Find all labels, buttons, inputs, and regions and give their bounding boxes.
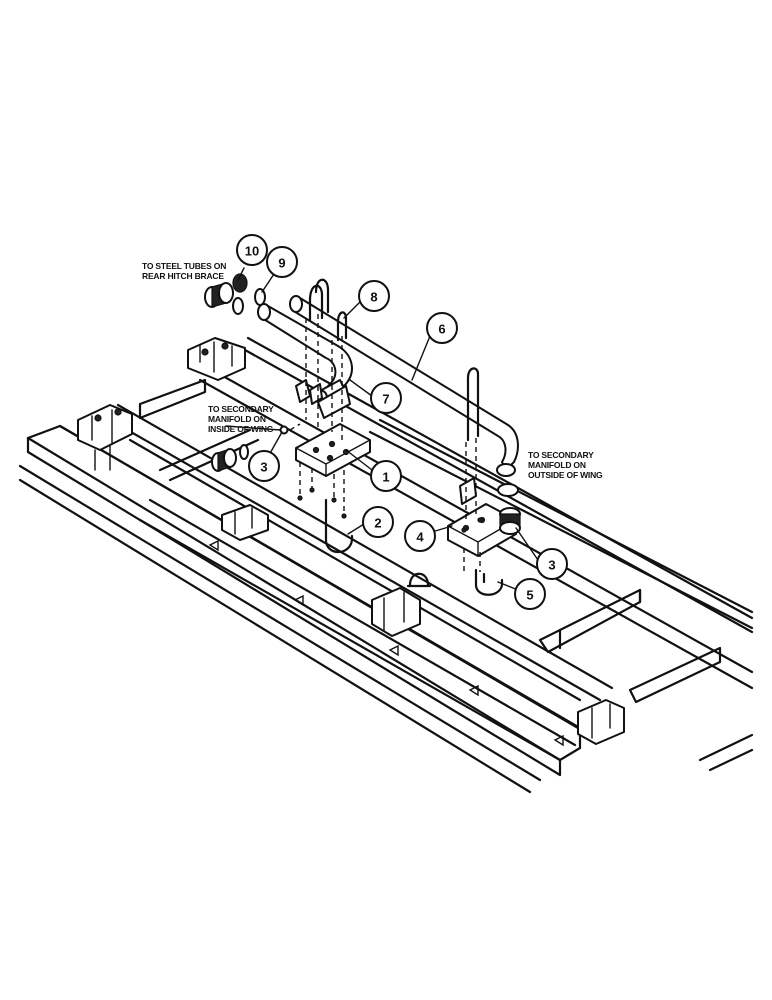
callout-8: 8 bbox=[358, 280, 390, 312]
assembly-lines bbox=[289, 314, 483, 572]
callout-3-left: 3 bbox=[248, 450, 280, 482]
callout-2: 2 bbox=[362, 506, 394, 538]
callout-1: 1 bbox=[370, 460, 402, 492]
callout-9-label: 9 bbox=[278, 256, 285, 271]
note-inside-wing-line1: TO SECONDARY bbox=[208, 404, 274, 414]
callout-10: 10 bbox=[236, 234, 268, 266]
callout-5: 5 bbox=[514, 578, 546, 610]
note-inside-wing-line2: MANIFOLD ON bbox=[208, 414, 266, 424]
callout-10-label: 10 bbox=[245, 244, 259, 259]
callout-3-left-label: 3 bbox=[260, 460, 267, 475]
note-outside-wing-line2: MANIFOLD ON bbox=[528, 460, 586, 470]
callout-4-label: 4 bbox=[416, 530, 424, 545]
callout-2-label: 2 bbox=[374, 516, 381, 531]
callout-9: 9 bbox=[266, 246, 298, 278]
note-outside-wing-line3: OUTSIDE OF WING bbox=[528, 470, 603, 480]
callout-4: 4 bbox=[404, 520, 436, 552]
callout-7: 7 bbox=[370, 382, 402, 414]
couplers bbox=[204, 273, 521, 535]
callout-7-label: 7 bbox=[382, 392, 389, 407]
note-outside-wing-line1: TO SECONDARY bbox=[528, 450, 594, 460]
callout-3-right-label: 3 bbox=[548, 558, 555, 573]
callout-6: 6 bbox=[426, 312, 458, 344]
callout-8-label: 8 bbox=[370, 290, 377, 305]
clamp-plate-1 bbox=[295, 379, 371, 477]
callout-3-right: 3 bbox=[536, 548, 568, 580]
note-steel-tubes: TO STEEL TUBES ON REAR HITCH BRACE bbox=[142, 261, 226, 281]
callout-5-label: 5 bbox=[526, 588, 533, 603]
hitch-brackets bbox=[77, 337, 246, 471]
callout-1-label: 1 bbox=[382, 470, 389, 485]
note-outside-wing: TO SECONDARY MANIFOLD ON OUTSIDE OF WING bbox=[528, 450, 603, 480]
note-steel-tubes-line1: TO STEEL TUBES ON bbox=[142, 261, 226, 271]
frame-brackets bbox=[221, 504, 625, 745]
note-steel-tubes-line2: REAR HITCH BRACE bbox=[142, 271, 224, 281]
note-inside-wing: TO SECONDARY MANIFOLD ON INSIDE OF WING bbox=[208, 404, 274, 434]
note-inside-wing-line3: INSIDE OF WING bbox=[208, 424, 274, 434]
callout-6-label: 6 bbox=[438, 322, 445, 337]
u-bolts bbox=[308, 278, 504, 596]
